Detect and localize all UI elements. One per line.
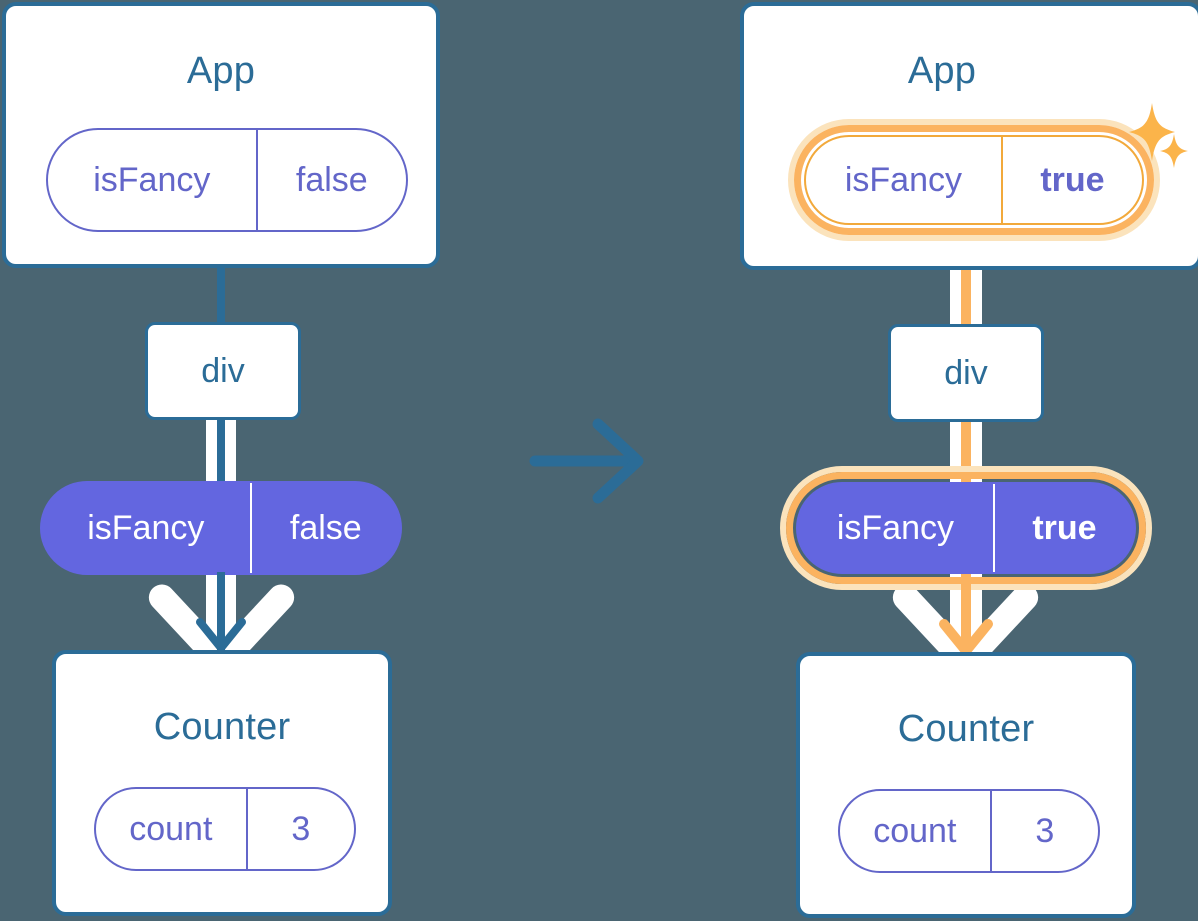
before-connector-div-to-pill [217,418,225,488]
before-counter-state-key: count [129,809,213,848]
after-counter-state-value: 3 [989,791,1098,871]
after-connector-pill-to-counter [961,574,971,652]
after-app-state-key: isFancy [844,160,962,199]
before-app-state-pill: isFancy false [46,128,408,232]
before-connector-pill-to-counter [217,572,225,650]
before-app-card-title: App [186,50,256,92]
after-counter-card: Counter count 3 [796,652,1136,918]
sparkle-small-icon [1160,134,1188,168]
before-app-state-value: false [255,130,406,230]
after-connector-div-to-pill [961,420,971,492]
before-counter-state-value: 3 [245,789,354,869]
after-prop-pill: isFancy true [796,482,1136,574]
before-prop-pill-value: false [249,483,400,573]
before-div-node: div [145,322,301,420]
after-counter-state-pill: count 3 [838,789,1100,873]
before-counter-state-pill: count 3 [94,787,356,871]
after-div-node-label: div [944,353,988,392]
after-app-pill-highlight-ring [794,125,1154,235]
before-arrowhead-icon [196,618,246,652]
after-arrowhead-icon [939,619,993,656]
after-counter-state-key: count [873,811,957,850]
before-app-state-key: isFancy [93,160,211,199]
after-div-node: div [888,324,1044,422]
after-app-state-pill: isFancy true [804,135,1144,225]
before-connector-app-to-div [217,264,225,326]
after-prop-pill-key: isFancy [836,508,954,547]
before-app-card: App isFancy false [2,2,440,268]
before-counter-card-title: Counter [153,706,291,748]
before-counter-card: Counter count 3 [52,650,392,916]
before-div-node-label: div [201,351,245,390]
after-app-pill-highlight-glow [788,119,1160,241]
before-prop-pill-key: isFancy [87,508,205,547]
after-connector-app-to-div [961,214,971,330]
after-prop-pill-value: true [992,484,1134,572]
after-app-state-value: true [1000,137,1142,223]
before-prop-pill: isFancy false [40,481,402,575]
after-app-card: App isFancy true [740,2,1198,270]
sparkle-large-icon [1129,103,1175,161]
after-app-card-title: App [907,50,977,92]
transition-arrow-icon [529,418,644,504]
after-counter-card-title: Counter [897,708,1035,750]
